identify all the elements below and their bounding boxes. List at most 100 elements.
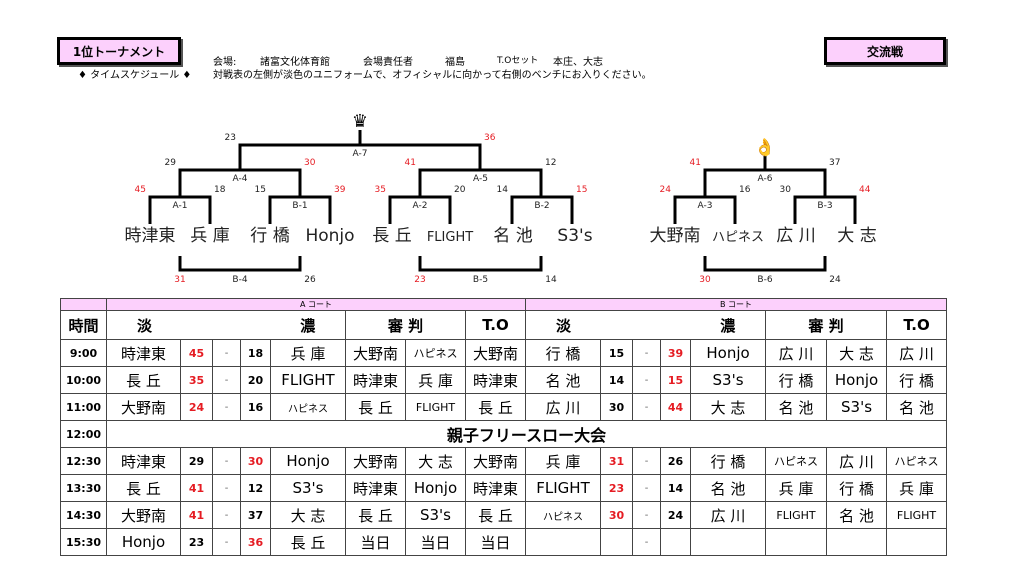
a-referee: 大野南 (345, 339, 406, 367)
a-referee: S3's (405, 501, 466, 529)
b-referee: 行 橋 (826, 474, 888, 502)
a-dark-score: 20 (240, 366, 271, 394)
b-referee: 行 橋 (765, 366, 828, 394)
match-id: A-4 (233, 174, 248, 184)
b-to: 名 池 (886, 393, 948, 421)
a-dark-team: S3's (270, 474, 346, 502)
schedule-subtitle: ♦ タイムスケジュール ♦ (78, 70, 192, 81)
team-name: S3's (557, 226, 592, 246)
b-dark-score: 39 (660, 339, 692, 367)
match-score-left: 15 (255, 185, 266, 195)
score-dash: - (212, 393, 241, 421)
match-score-right: 16 (739, 185, 751, 195)
score-dash: - (632, 393, 662, 421)
b-light-score: 14 (600, 366, 634, 394)
match-score-right: 36 (484, 133, 496, 143)
team-name: 大 志 (837, 226, 876, 246)
uniform-note: 対戦表の左側が淡色のユニフォームで、オフィシャルに向かって右側のベンチにお入りく… (213, 70, 652, 81)
score-dash: - (212, 447, 241, 475)
time-cell: 13:30 (60, 474, 107, 502)
a-light-score: 35 (180, 366, 213, 394)
b-dark-team: 大 志 (690, 393, 767, 421)
b-dark-team: 広 川 (690, 501, 767, 529)
a-to: 時津東 (464, 474, 527, 502)
b-light-score: 15 (600, 339, 634, 367)
time-cell: 14:30 (60, 501, 107, 529)
court-a-header: A コート (105, 298, 527, 311)
score-dash: - (212, 474, 241, 502)
match-score-left: 35 (375, 185, 386, 195)
a-dark-team: 長 丘 (270, 528, 346, 556)
bracket-line-b-5 (418, 256, 543, 272)
a-to-header: T.O (464, 310, 527, 340)
team-name: 広 川 (776, 226, 815, 246)
match-score-left: 41 (690, 158, 701, 168)
a-referee: 兵 庫 (405, 366, 466, 394)
a-light-score: 29 (180, 447, 213, 475)
b-light-team: 兵 庫 (525, 447, 602, 475)
b-dark-team: 行 橋 (690, 447, 767, 475)
a-to: 長 丘 (464, 501, 527, 529)
a-referee: 当日 (405, 528, 466, 556)
match-id: B-1 (292, 201, 307, 211)
team-name: 長 丘 (372, 226, 411, 246)
bracket-line-b-6 (703, 256, 827, 272)
score-dash: - (212, 366, 241, 394)
manager-label: 会場責任者 (363, 57, 413, 68)
a-light-team: 長 丘 (106, 474, 181, 502)
match-score-left: 30 (699, 275, 711, 285)
match-id: A-2 (413, 201, 428, 211)
b-light-team: FLIGHT (525, 474, 602, 502)
column-header-row: 時間 淡 濃 審 判 T.O 淡 濃 審 判 T.O (60, 310, 948, 340)
b-referee (826, 528, 888, 556)
to-set: 本庄、大志 (553, 57, 603, 68)
b-referee: 大 志 (826, 339, 888, 367)
b-light-score: 30 (600, 501, 634, 529)
a-light-score: 23 (180, 528, 213, 556)
score-dash: - (632, 501, 662, 529)
match-score-left: 23 (414, 275, 425, 285)
match-score-left: 41 (405, 158, 416, 168)
b-referee: 兵 庫 (765, 474, 828, 502)
b-light-team: 広 川 (525, 393, 602, 421)
b-to: 広 川 (886, 339, 948, 367)
score-dash: - (212, 339, 241, 367)
b-dark-score (660, 528, 692, 556)
b-referee: 名 池 (826, 501, 888, 529)
tournament-title: 1位トーナメント (57, 37, 181, 65)
match-id: A-5 (473, 174, 488, 184)
match-score-right: 30 (304, 158, 316, 168)
a-dark-team: ハピネス (270, 393, 346, 421)
a-light-score: 45 (180, 339, 213, 367)
a-to: 大野南 (464, 339, 527, 367)
court-header-row: A コート B コート (60, 298, 948, 311)
match-id: A-1 (173, 201, 188, 211)
a-dark-team: 大 志 (270, 501, 346, 529)
a-dark-score: 37 (240, 501, 271, 529)
a-referee: FLIGHT (405, 393, 466, 421)
a-referee: 時津東 (345, 366, 406, 394)
match-score-right: 15 (576, 185, 587, 195)
match-score-right: 24 (829, 275, 841, 285)
crown-icon: ♛ (352, 111, 368, 132)
match-score-right: 12 (545, 158, 556, 168)
venue-label: 会場: (213, 57, 237, 68)
court-b-header: B コート (525, 298, 948, 311)
score-dash: - (632, 528, 662, 556)
match-score-right: 37 (829, 158, 840, 168)
time-header: 時間 (60, 310, 107, 340)
match-score-right: 39 (334, 185, 346, 195)
b-light-header: 淡 (525, 310, 691, 340)
a-referee: 大野南 (345, 447, 406, 475)
match-score-right: 26 (304, 275, 316, 285)
a-light-team: 時津東 (106, 339, 181, 367)
team-name: FLIGHT (427, 230, 473, 245)
match-score-left: 30 (780, 185, 792, 195)
